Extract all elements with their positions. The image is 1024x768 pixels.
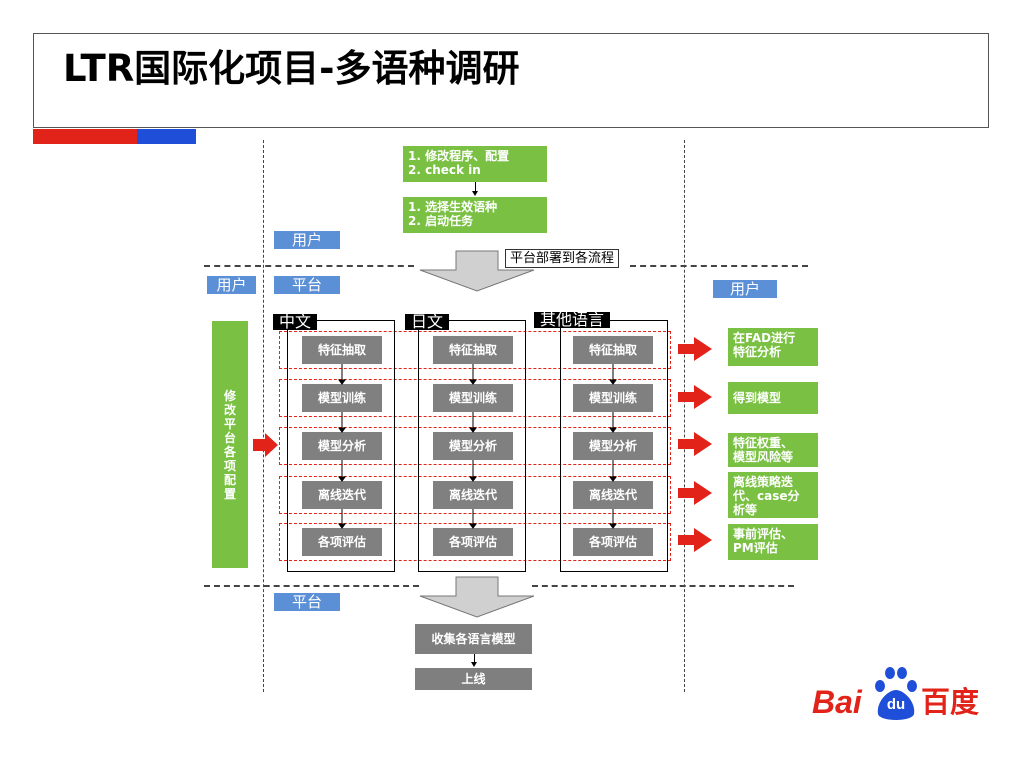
step-other-evaluation: 各项评估 (573, 528, 653, 556)
connector (474, 654, 475, 664)
user-step-select-line1: 1. 选择生效语种 (408, 200, 498, 214)
output-iteration-line3: 析等 (733, 503, 758, 517)
column-header-ja: 日文 (405, 314, 450, 330)
lower-divider-left (204, 585, 419, 587)
upper-divider-right (630, 265, 808, 267)
column-header-other: 其他语言 (534, 312, 611, 328)
slide-title-frame (33, 33, 989, 128)
collect-models-box: 收集各语言模型 (415, 624, 532, 654)
step-zh-feature: 特征抽取 (302, 336, 382, 364)
output-weights: 特征权重、 模型风险等 (728, 433, 818, 467)
red-arrow-right-icon (253, 433, 278, 457)
output-evaluation: 事前评估、 PM评估 (728, 524, 818, 560)
output-arrows (678, 337, 712, 552)
accent-bar-blue (137, 129, 196, 144)
logo-text-du: du (886, 696, 906, 713)
logo-text-bai: Bai (812, 684, 862, 720)
output-weights-line2: 模型风险等 (733, 450, 794, 464)
step-ja-feature: 特征抽取 (433, 336, 513, 364)
accent-bar-red (33, 129, 137, 144)
collect-arrow-icon (419, 576, 535, 618)
step-ja-train: 模型训练 (433, 384, 513, 412)
arrow-down-icon (472, 191, 478, 196)
output-evaluation-line1: 事前评估、 (733, 527, 794, 541)
row-band-feature (279, 331, 671, 369)
step-ja-iteration: 离线迭代 (433, 481, 513, 509)
upper-divider-left (204, 265, 414, 267)
user-step-select-box: 1. 选择生效语种 2. 启动任务 (403, 197, 547, 233)
role-label-user-left: 用户 (207, 276, 256, 294)
column-header-zh: 中文 (273, 314, 318, 330)
paw-icon (875, 667, 917, 720)
role-label-platform-top: 平台 (274, 276, 340, 294)
step-other-feature: 特征抽取 (573, 336, 653, 364)
output-iteration-line1: 离线策略迭 (733, 475, 794, 489)
baidu-logo: Bai du 百度 (812, 660, 987, 725)
column-frame-ja (418, 320, 526, 572)
modify-config-text: 修改平台各项配置 (223, 388, 236, 501)
right-divider (684, 140, 685, 692)
output-model: 得到模型 (728, 382, 818, 414)
output-evaluation-line2: PM评估 (733, 541, 778, 555)
column-frame-zh (287, 320, 395, 572)
step-ja-evaluation: 各项评估 (433, 528, 513, 556)
slide-title: LTR国际化项目-多语种调研 (63, 47, 520, 90)
online-box: 上线 (415, 668, 532, 690)
role-label-user-right: 用户 (713, 280, 777, 298)
user-step-modify-line2: 2. check in (408, 163, 481, 177)
deploy-arrow-icon (419, 250, 535, 292)
output-model-line1: 得到模型 (733, 391, 782, 405)
step-ja-analysis: 模型分析 (433, 432, 513, 460)
output-feature-analysis-line1: 在FAD进行 (733, 331, 796, 345)
column-frame-other (560, 320, 668, 572)
user-step-select-line2: 2. 启动任务 (408, 214, 474, 228)
step-connectors (338, 364, 617, 529)
lower-divider-right (532, 585, 794, 587)
output-feature-analysis: 在FAD进行 特征分析 (728, 328, 818, 366)
output-feature-analysis-line2: 特征分析 (733, 345, 782, 359)
output-iteration-line2: 代、case分 (733, 489, 800, 503)
step-zh-analysis: 模型分析 (302, 432, 382, 460)
user-step-modify-line1: 1. 修改程序、配置 (408, 149, 510, 163)
arrow-down-icon (471, 662, 477, 667)
role-label-platform-bottom: 平台 (274, 593, 340, 611)
step-other-train: 模型训练 (573, 384, 653, 412)
step-zh-iteration: 离线迭代 (302, 481, 382, 509)
deploy-callout: 平台部署到各流程 (505, 249, 620, 268)
modify-config-bar: 修改平台各项配置 (212, 321, 248, 568)
logo-text-cn: 百度 (921, 685, 980, 719)
step-other-analysis: 模型分析 (573, 432, 653, 460)
step-zh-train: 模型训练 (302, 384, 382, 412)
step-other-iteration: 离线迭代 (573, 481, 653, 509)
user-step-modify-box: 1. 修改程序、配置 2. check in (403, 146, 547, 182)
output-weights-line1: 特征权重、 (733, 436, 794, 450)
output-iteration: 离线策略迭 代、case分 析等 (728, 472, 818, 518)
connector (475, 182, 476, 192)
step-zh-evaluation: 各项评估 (302, 528, 382, 556)
role-label-user-top: 用户 (274, 231, 340, 249)
left-divider (263, 140, 264, 692)
